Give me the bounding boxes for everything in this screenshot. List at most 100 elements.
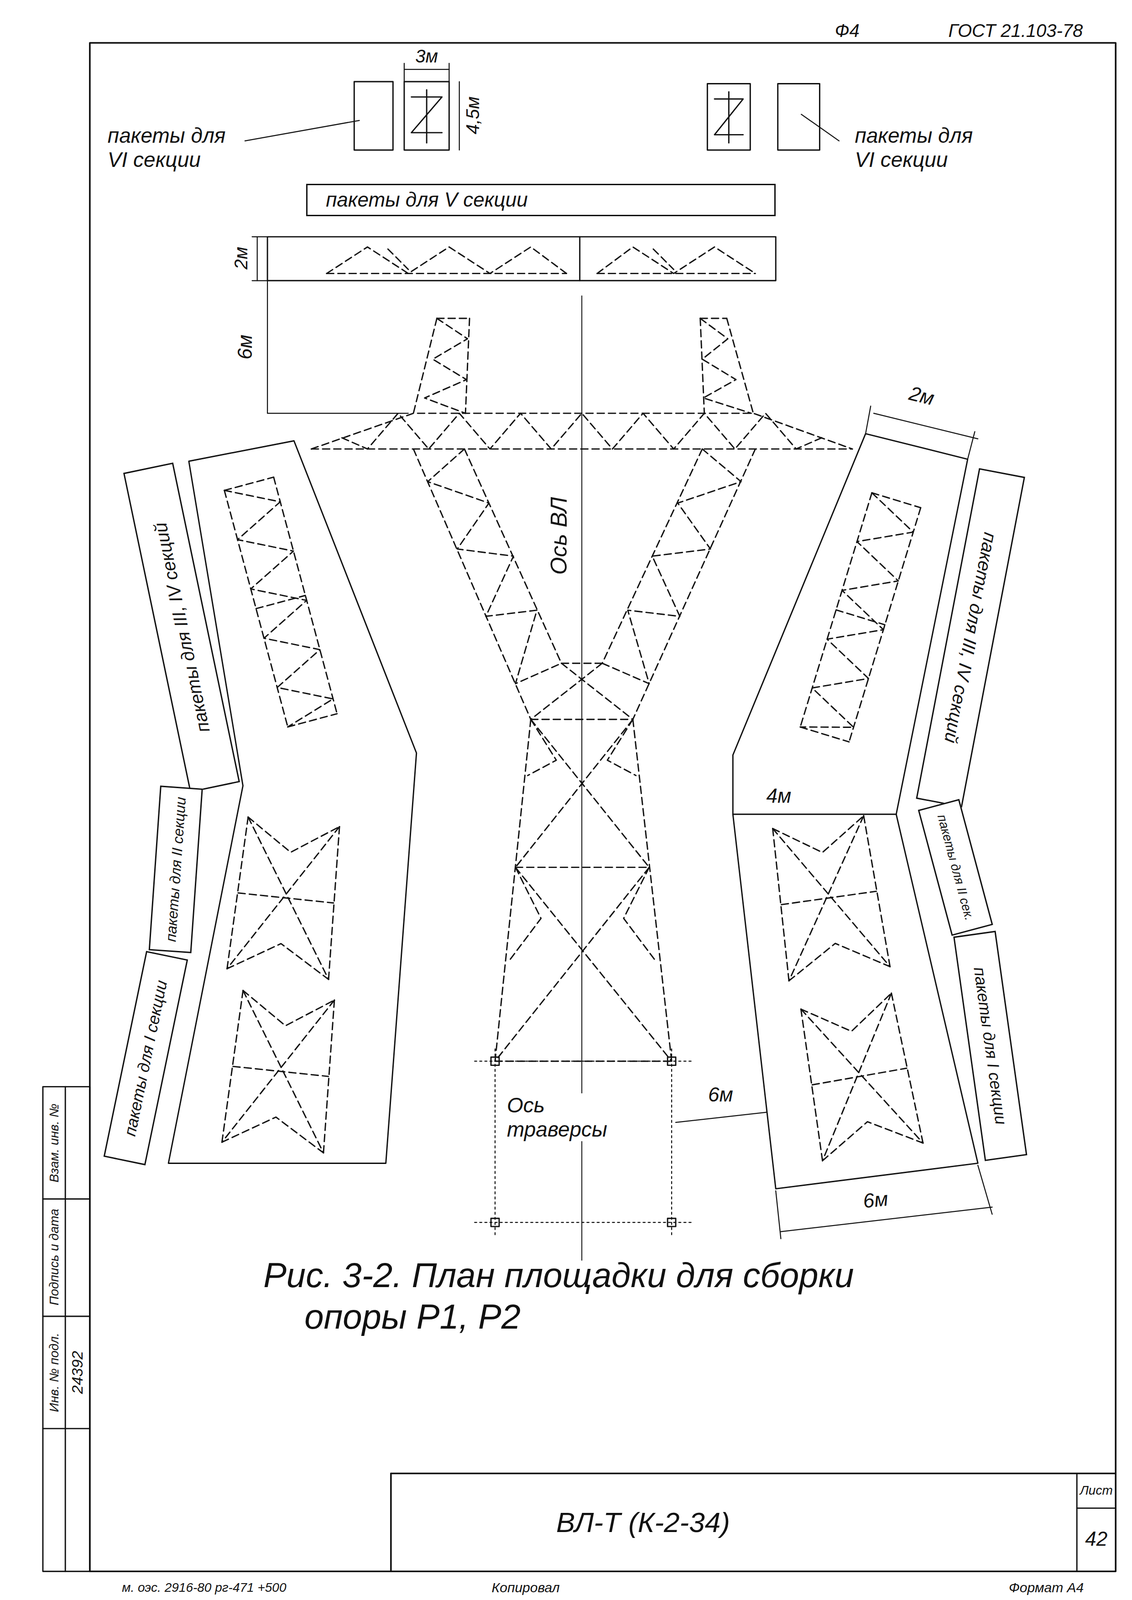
truss-panel xyxy=(767,815,890,981)
title-block-line xyxy=(1076,1507,1116,1510)
sheet-label: Лист xyxy=(1078,1483,1115,1499)
packet-band: пакеты для I секции xyxy=(103,951,188,1166)
dimension-line xyxy=(675,1112,767,1123)
band-text: пакеты для III, IV секций xyxy=(940,531,1002,746)
order-note: м. оэс. 2916-80 рг-471 +500 xyxy=(120,1580,288,1596)
crossarm-chord xyxy=(311,413,853,449)
packet-area xyxy=(354,81,393,151)
tower-brace xyxy=(515,867,672,1062)
tower-member xyxy=(515,866,650,869)
assembly-band-divider xyxy=(579,236,581,281)
band-text: пакеты для I секции xyxy=(120,978,172,1138)
tower-lattice xyxy=(607,719,637,776)
tower-brace xyxy=(530,663,603,720)
dimension: 2м xyxy=(230,245,252,272)
title-block-line xyxy=(391,1473,1116,1476)
truss-section xyxy=(800,492,921,742)
tower-member xyxy=(726,318,754,414)
tower-lattice xyxy=(623,867,655,960)
leader-line xyxy=(245,120,360,141)
band-text: пакеты для II секции xyxy=(161,796,189,943)
side-stamp-line xyxy=(64,1087,67,1573)
foundation-mark xyxy=(490,1218,500,1227)
crossarm-chord xyxy=(311,448,853,450)
tower-member xyxy=(561,662,602,665)
assembly-band xyxy=(168,441,417,1164)
tower-brace xyxy=(495,867,650,1062)
dimension: 4,5м xyxy=(462,94,484,136)
foundation-mark xyxy=(490,1057,500,1066)
foundation-axis xyxy=(671,1049,673,1238)
tower-leg xyxy=(632,719,672,1062)
crossarm-lattice xyxy=(341,413,822,449)
sheet-format-code: Ф4 xyxy=(833,20,861,42)
title-block-line xyxy=(1076,1474,1078,1573)
side-stamp xyxy=(42,1087,90,1573)
packet-note: пакеты для VI секции xyxy=(853,123,984,173)
dimension: 3м xyxy=(413,45,440,67)
band-text: пакеты для V секции xyxy=(325,188,528,212)
tower-member xyxy=(530,719,633,721)
dimension-tick xyxy=(252,280,268,282)
assembly-band xyxy=(267,236,776,281)
dimension-line xyxy=(873,413,978,439)
dimension-line xyxy=(266,280,268,414)
crossarm-truss xyxy=(326,272,567,275)
tower-leg xyxy=(413,448,531,720)
title-block-line xyxy=(390,1474,392,1573)
stamp-field: Подпись и дата xyxy=(46,1207,62,1308)
tower-member xyxy=(465,318,470,414)
dimension: 4м xyxy=(765,784,793,809)
tower-member xyxy=(413,318,437,414)
stamp-field: Инв. № подл. xyxy=(46,1331,62,1414)
foundation-axis xyxy=(474,1222,694,1224)
extension-line xyxy=(865,406,871,434)
tower-lattice xyxy=(510,867,542,960)
axis-label: Ось траверсы xyxy=(505,1093,614,1143)
dimension: 2м xyxy=(905,381,939,411)
side-stamp-line xyxy=(42,1198,90,1200)
sheet-number: 42 xyxy=(1083,1527,1109,1551)
packet-band: пакеты для V секции xyxy=(306,183,776,217)
dimension-line xyxy=(780,1207,992,1233)
packet-band: пакеты для III, IV секций xyxy=(916,468,1026,808)
dimension: 6м xyxy=(706,1083,735,1107)
truss-panel xyxy=(227,816,345,980)
packet-note: пакеты для VI секции xyxy=(106,123,237,173)
foundation-mark xyxy=(667,1057,676,1066)
extension-line xyxy=(775,1191,781,1240)
dimension-line xyxy=(459,81,460,151)
assembly-band-divider xyxy=(732,813,897,816)
standard-code: ГОСТ 21.103-78 xyxy=(947,20,1085,42)
crossarm-truss xyxy=(597,246,756,274)
extension-line xyxy=(967,431,976,460)
crossarm-truss xyxy=(653,249,674,270)
dimension-line xyxy=(256,236,258,281)
axis-label: Ось ВЛ xyxy=(546,495,573,577)
tower-lattice xyxy=(602,448,741,684)
dimension: 6м xyxy=(233,333,257,361)
crossarm-truss xyxy=(387,249,409,270)
sheet-frame xyxy=(89,42,1116,1572)
leader-line xyxy=(801,114,840,141)
tower-member xyxy=(437,318,470,320)
foundation-mark xyxy=(667,1218,676,1227)
drawing-lines xyxy=(42,42,1116,1572)
crossarm-truss xyxy=(597,272,756,275)
dimension-tick xyxy=(448,63,450,82)
packet-band: пакеты для II секции xyxy=(148,785,203,954)
packet-symbol xyxy=(426,89,428,143)
packet-band: пакеты для II сек. xyxy=(918,798,994,937)
foundation-axis xyxy=(494,1049,496,1238)
stamp-field: Взам. инв. № xyxy=(46,1102,62,1185)
tower-lattice xyxy=(527,719,557,776)
foundation-axis xyxy=(474,1061,694,1063)
extension-line xyxy=(267,412,409,414)
truss-section xyxy=(224,477,338,728)
packet-symbol xyxy=(728,91,730,143)
packet-area xyxy=(707,83,751,151)
packet-area xyxy=(404,81,449,151)
packet-area xyxy=(777,83,820,151)
tower-leg xyxy=(495,719,531,1062)
